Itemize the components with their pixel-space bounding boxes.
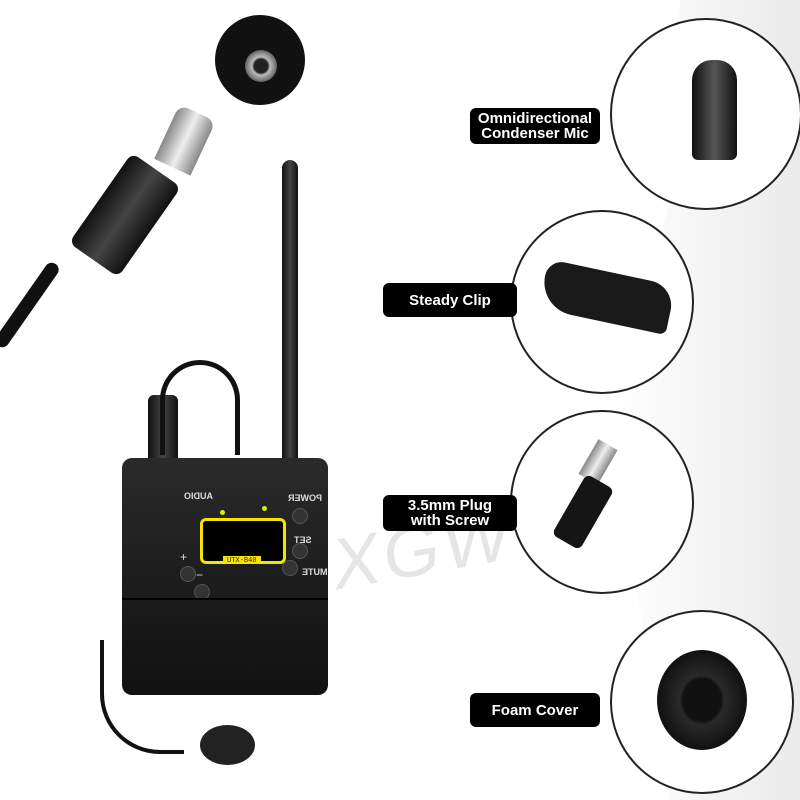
power-label: POWER [288,493,323,503]
mic-cable-image [160,360,240,455]
locking-plug-detail [510,410,694,594]
tie-clip-detail [510,210,694,394]
foam-cover-label: Foam Cover [470,693,600,727]
steady-clip-label: Steady Clip [383,283,517,317]
mute-label: MUTE [302,567,328,577]
jack-socket-image [215,15,305,105]
foam-windscreen-detail [610,610,794,794]
antenna-image [282,160,298,465]
bodypack-transmitter: AUDIO POWER UTX-B40 SET MUTE + − [122,458,328,695]
audio-label: AUDIO [184,491,213,501]
lcd-screen: UTX-B40 [200,518,286,564]
volume-up-button[interactable] [180,566,196,582]
plug-screw-image [68,152,182,278]
set-button[interactable] [292,543,308,559]
mute-button[interactable] [282,560,298,576]
lapel-mic-detail [610,18,800,210]
cable-image [0,260,62,350]
foam-mic-image [200,725,255,765]
minus-label: − [196,568,204,582]
lav-cable-image [100,640,184,754]
power-button[interactable] [292,508,308,524]
plug-image [154,104,216,176]
plus-label: + [180,550,188,564]
